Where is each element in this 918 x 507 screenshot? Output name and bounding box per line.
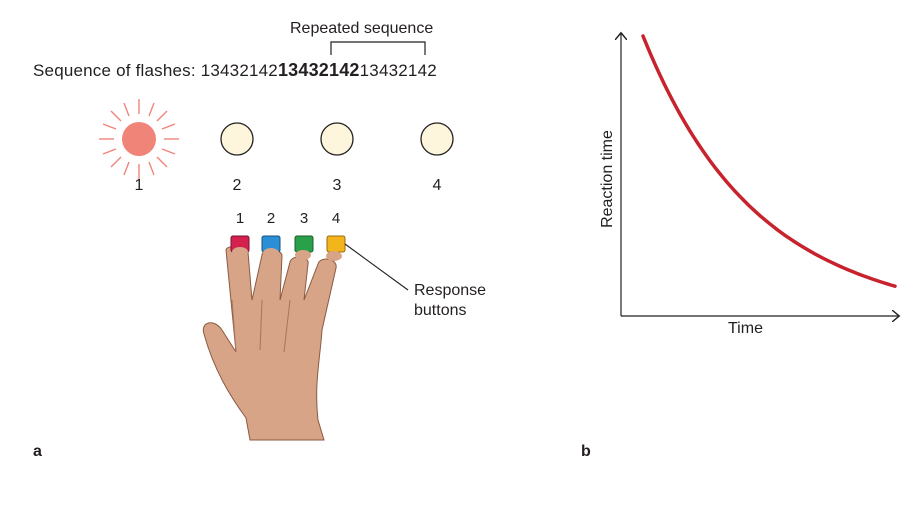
repeat-bracket: [330, 41, 426, 55]
response-buttons-label: Response buttons: [414, 281, 486, 321]
fingertip: [295, 250, 311, 260]
response-label-line-1: Response: [414, 282, 487, 299]
light-label-1: 1: [134, 177, 144, 194]
button-number-2: 2: [266, 210, 276, 227]
fingertip: [326, 251, 342, 261]
response-leader-line: [344, 243, 409, 291]
panel-b-letter: b: [581, 443, 591, 460]
flash-sequence: Sequence of flashes: 1343214213432142134…: [33, 60, 437, 81]
repeated-sequence-label: Repeated sequence: [290, 20, 434, 37]
button-number-1: 1: [235, 210, 245, 227]
sequence-prefix: Sequence of flashes:: [33, 61, 201, 80]
sequence-after: 13432142: [359, 61, 437, 80]
x-axis-label: Time: [728, 320, 763, 337]
flash-rays: [99, 99, 179, 179]
light-label-2: 2: [232, 177, 242, 194]
response-label-line-2: buttons: [414, 302, 467, 319]
panel-a-letter: a: [33, 443, 42, 460]
light-1-on: [122, 122, 156, 156]
sequence-repeated: 13432142: [277, 60, 360, 80]
light-label-3: 3: [332, 177, 342, 194]
fingertip: [232, 247, 248, 257]
light-2-off: [220, 122, 254, 156]
fingertip: [263, 248, 279, 258]
light-label-4: 4: [432, 177, 442, 194]
button-number-3: 3: [299, 210, 309, 227]
light-3-off: [320, 122, 354, 156]
sequence-before: 13432142: [200, 61, 278, 80]
y-axis-label: Reaction time: [599, 130, 616, 228]
button-number-4: 4: [331, 210, 341, 227]
reaction-time-curve: [641, 34, 897, 288]
light-4-off: [420, 122, 454, 156]
